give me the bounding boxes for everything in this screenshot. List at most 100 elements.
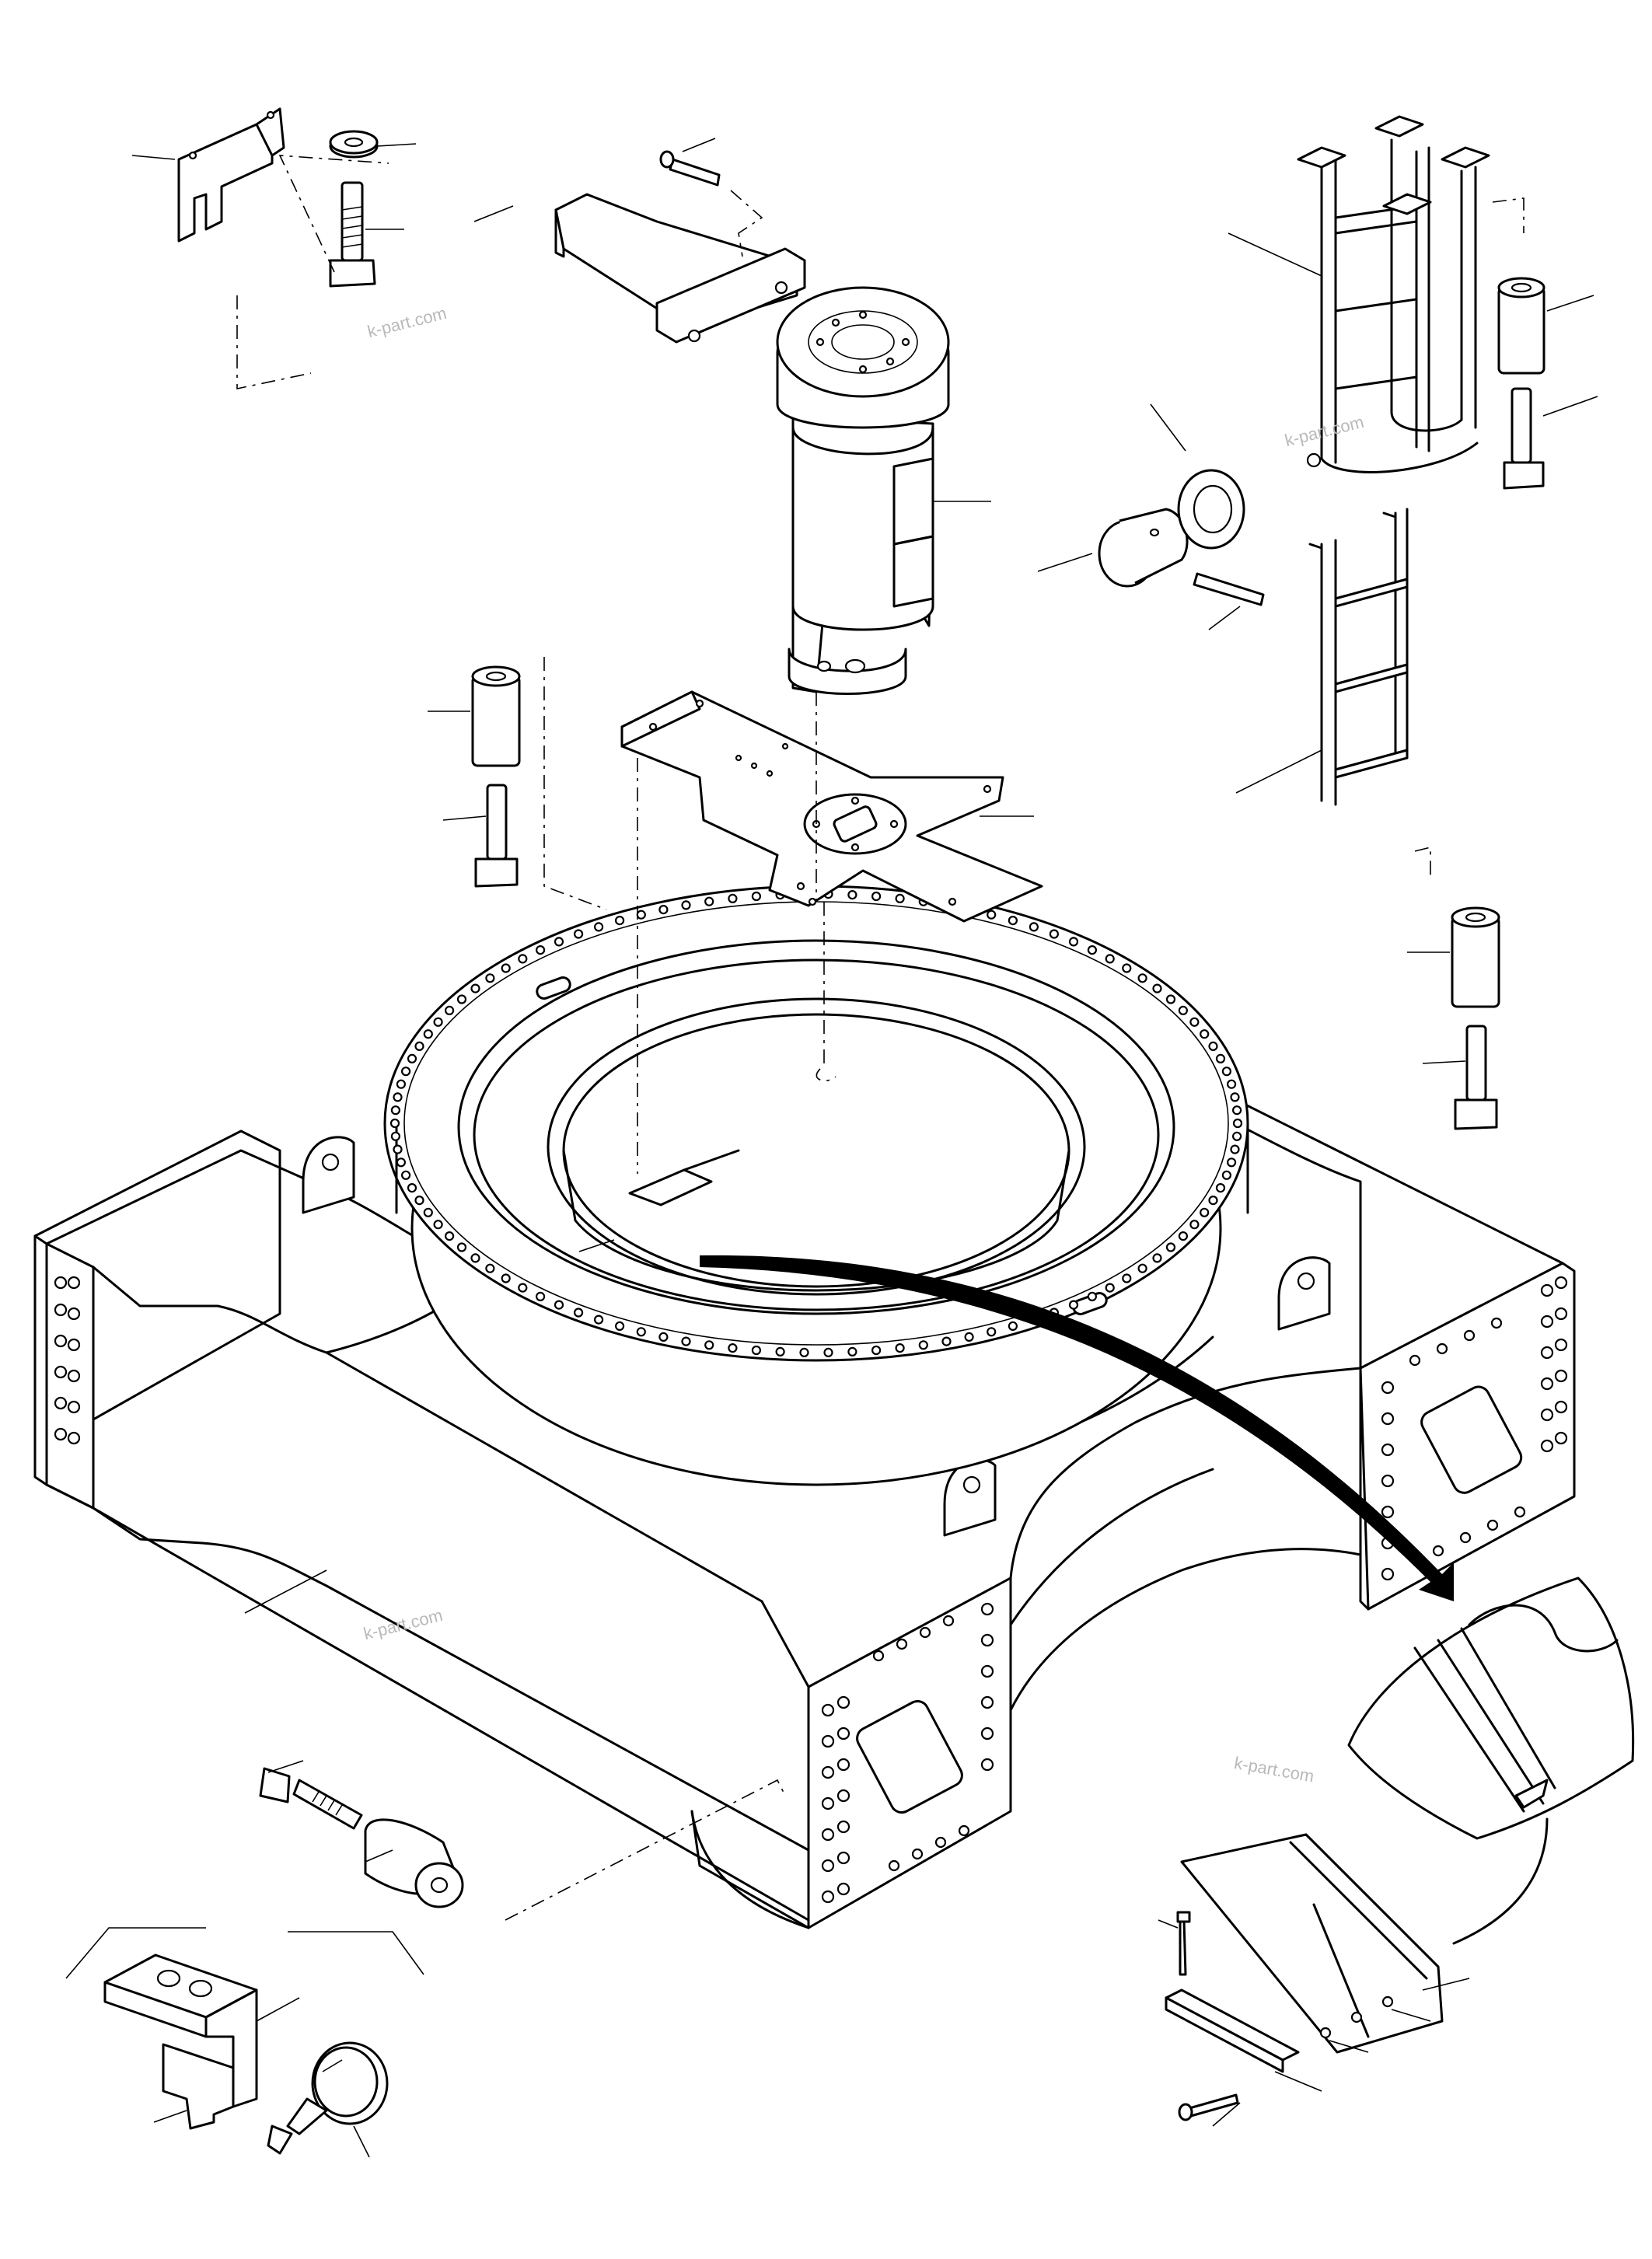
ring-bolt-hole [554, 937, 564, 947]
ring-bolt-hole [751, 891, 762, 902]
ring-bolt-hole [518, 1283, 528, 1293]
ring-bolt-hole [847, 1346, 857, 1357]
ring-bolt-hole [414, 1195, 424, 1206]
ring-bolt-hole [501, 963, 511, 973]
ring-bolt-hole [918, 1340, 928, 1350]
motor-bracket [554, 193, 806, 344]
ring-bolt-hole [1178, 1005, 1189, 1016]
ring-bolt-hole [636, 910, 646, 920]
spacer-top-right [1497, 277, 1545, 490]
ring-bolt-hole [1049, 929, 1060, 939]
ring-bolt-hole [554, 1300, 564, 1310]
ring-bolt-hole [1231, 1131, 1242, 1141]
ring-bolt-hole [614, 1321, 625, 1332]
detail-arrow [700, 1255, 1454, 1601]
ring-bolt-hole [1165, 994, 1176, 1004]
ring-bolt-hole [1221, 1170, 1232, 1180]
ring-bolt-hole [1008, 915, 1018, 926]
cover-plate [1165, 1833, 1444, 2121]
ring-bolt-holes [389, 889, 1243, 1358]
ring-bolt-hole [728, 893, 738, 904]
ring-bolt-hole [895, 893, 905, 904]
ring-bolt-hole [423, 1207, 433, 1217]
ladder-lower [1308, 508, 1409, 806]
ring-bolt-hole [444, 1005, 455, 1016]
ring-bolt-hole [485, 1263, 495, 1273]
ring-bolt-hole [433, 1220, 443, 1230]
ring-bolt-hole [1152, 983, 1162, 993]
ring-bolt-hole [1200, 1207, 1210, 1217]
ring-bolt-hole [847, 889, 857, 900]
bracket-clip [177, 107, 285, 243]
ring-bolt-hole [1200, 1029, 1210, 1039]
ring-bolt-hole [1208, 1195, 1218, 1206]
ring-bolt-hole [433, 1017, 443, 1027]
ring-bolt-hole [573, 929, 584, 939]
pin-bushing [1177, 469, 1245, 550]
ring-bolt-hole [1068, 937, 1079, 947]
ring-bolt-hole [518, 954, 528, 964]
motor [776, 286, 950, 695]
ring-bolt-hole [1029, 922, 1039, 932]
ring-bolt-hole [1178, 1231, 1189, 1241]
ring-bolt-hole [1105, 954, 1115, 964]
slewing-ring [383, 885, 1249, 1486]
ring-bolt-hole [1226, 1157, 1237, 1168]
shim-block [103, 1953, 258, 2130]
ring-bolt-hole [775, 1346, 785, 1357]
ring-bolt-hole [1208, 1041, 1218, 1052]
ring-bolt-hole [400, 1067, 411, 1077]
spacer-left [471, 665, 521, 888]
ring-bolt-hole [593, 1315, 604, 1325]
mounting-plate [620, 690, 1043, 923]
ring-bolt-hole [456, 994, 467, 1004]
ring-bolt-hole [593, 922, 604, 932]
ring-bolt-hole [470, 1253, 480, 1263]
ring-bolt-hole [681, 1336, 691, 1346]
ring-bolt-hole [1189, 1017, 1200, 1027]
ring-bolt-hole [823, 1347, 833, 1358]
ring-bolt-hole [1215, 1053, 1226, 1064]
ring-bolt-hole [987, 910, 997, 920]
pin [1193, 572, 1265, 606]
ring-bolt-hole [871, 1345, 882, 1356]
ring-bolt-hole [393, 1144, 403, 1154]
ring-bolt-hole [799, 1347, 809, 1358]
ring-bolt-hole [1232, 1118, 1243, 1129]
ring-bolt-hole [1226, 1079, 1237, 1089]
ring-bolt-hole [895, 1342, 905, 1353]
ring-bolt-hole [423, 1029, 433, 1039]
ring-bolt-hole [941, 1336, 952, 1346]
ring-bolt-hole [389, 1118, 400, 1129]
assembly-lines [236, 155, 1525, 1921]
ring-bolt-hole [964, 1332, 974, 1342]
ring-bolt-hole [407, 1053, 417, 1064]
ring-bolt-hole [1215, 1182, 1226, 1193]
ring-bolt-hole [658, 904, 669, 915]
leader-lines [65, 138, 1598, 2158]
ring-bolt-hole [390, 1105, 400, 1116]
ladder-upper [1297, 115, 1490, 473]
ring-bolt-hole [535, 944, 546, 955]
ring-bolt-hole [535, 1291, 546, 1302]
ring-bolt-hole [396, 1079, 407, 1089]
ring-bolt-hole [1230, 1092, 1240, 1102]
ring-bolt-hole [1105, 1283, 1115, 1293]
ring-bolt-hole [501, 1273, 511, 1283]
ring-bolt-hole [390, 1131, 400, 1141]
ring-bolt-hole [614, 915, 625, 926]
ring-bolt-hole [1087, 944, 1098, 955]
detail-view [1347, 1576, 1635, 1945]
ring-bolt-hole [1189, 1220, 1200, 1230]
ring-bolt-hole [485, 973, 495, 983]
ring-bolt-hole [1137, 1263, 1147, 1273]
washer [329, 130, 379, 159]
ring-bolt-hole [1152, 1253, 1162, 1263]
ring-bolt-hole [871, 891, 882, 902]
pressure-gauge [267, 2041, 389, 2155]
ring-bolt-hole [681, 900, 691, 910]
ring-bolt-hole [1165, 1242, 1176, 1252]
ring-bolt-hole [658, 1332, 669, 1342]
ring-bolt-hole [1122, 963, 1132, 973]
